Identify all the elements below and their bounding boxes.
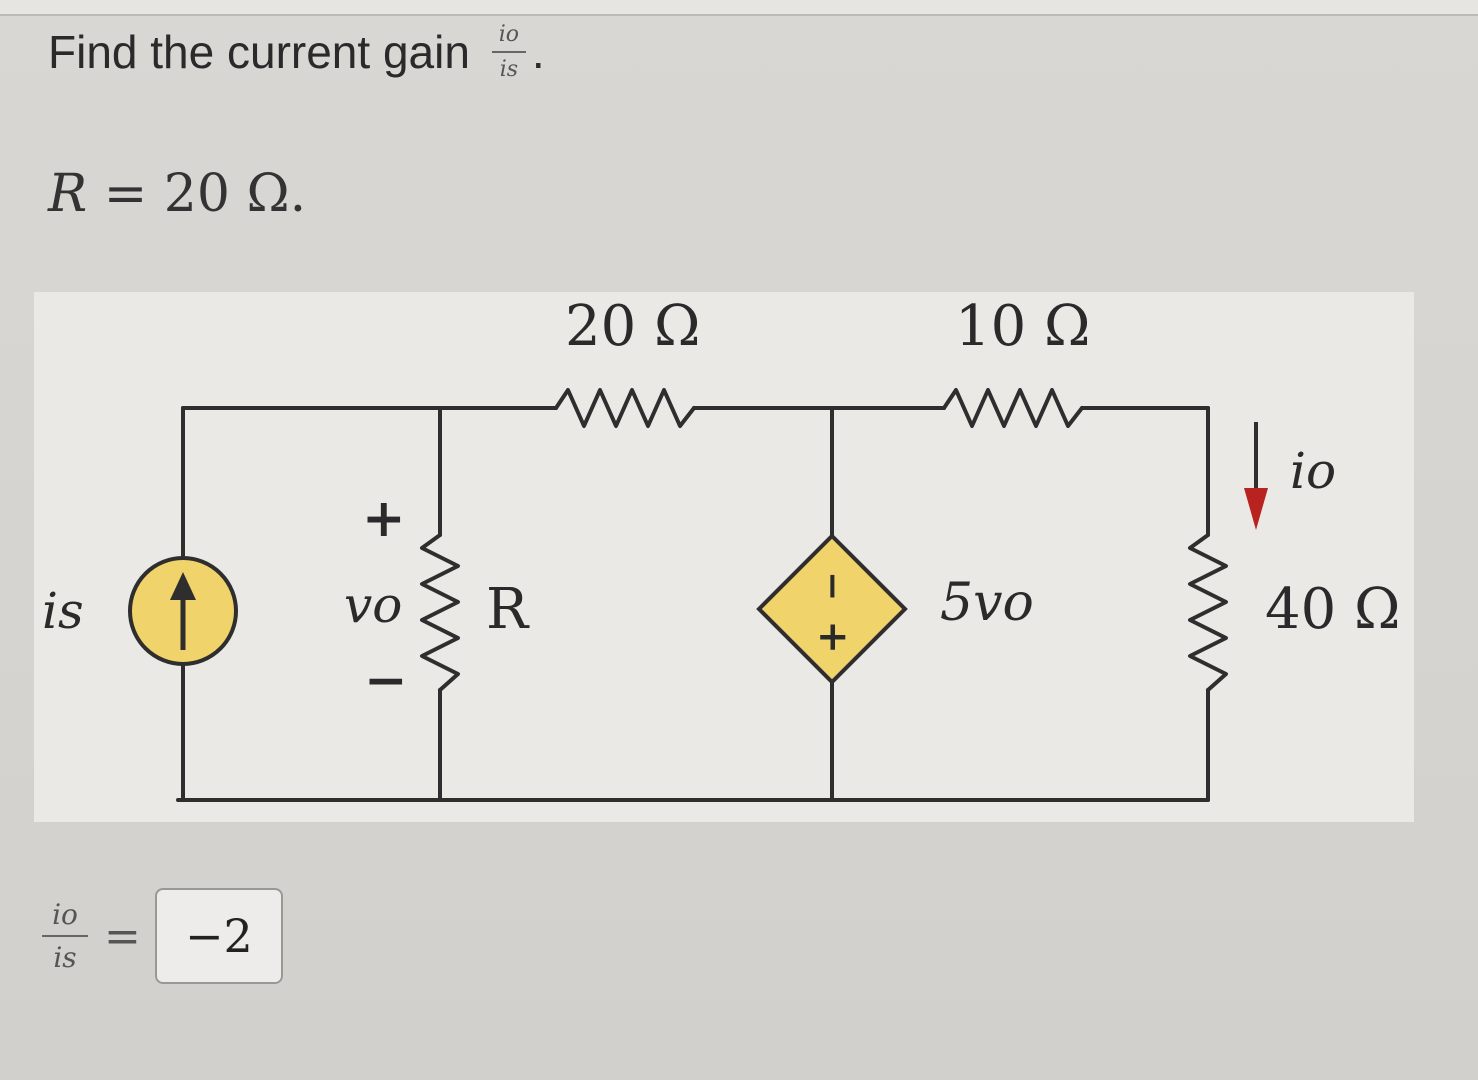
label-10-ohm: 10 Ω xyxy=(955,294,1091,359)
gain-fraction: io is xyxy=(491,22,526,82)
top-bar xyxy=(0,0,1478,16)
label-20-ohm: 20 Ω xyxy=(565,294,701,359)
given-value: = 20 Ω. xyxy=(103,164,307,224)
gain-denominator: is xyxy=(499,57,519,82)
resistor-r xyxy=(420,533,460,692)
gain-numerator: io xyxy=(498,22,520,47)
resistor-40-right xyxy=(1188,533,1228,692)
label-vo: vo xyxy=(344,576,402,634)
current-source-arrow-head xyxy=(170,572,196,600)
resistor-10-top xyxy=(942,388,1084,428)
question-label: Find the current gain xyxy=(48,26,470,78)
circuit-panel xyxy=(34,292,1414,822)
label-dep-minus: − xyxy=(812,571,854,601)
label-dep-value: 5vo xyxy=(940,573,1034,633)
label-dep-plus: + xyxy=(816,613,850,660)
io-arrow-head xyxy=(1244,488,1268,530)
label-40-ohm: 40 Ω xyxy=(1265,577,1401,642)
label-io: io xyxy=(1290,442,1336,500)
resistor-20-top xyxy=(554,388,696,428)
label-r: R xyxy=(486,577,530,642)
dependent-voltage-source xyxy=(756,533,908,685)
answer-input[interactable]: −2 xyxy=(154,888,283,984)
answer-numerator: io xyxy=(52,898,78,931)
fraction-bar xyxy=(491,51,526,53)
answer-denominator: is xyxy=(53,941,77,974)
label-vo-plus: + xyxy=(362,488,406,549)
answer-fraction: io is xyxy=(42,898,88,974)
given-var: R xyxy=(48,164,88,224)
given-resistance: R = 20 Ω. xyxy=(48,164,306,224)
question-period: . xyxy=(531,26,545,78)
answer-fraction-bar xyxy=(42,935,88,937)
question-text: Find the current gain io is . xyxy=(48,22,545,82)
label-is: is xyxy=(42,582,84,640)
answer-equals: = xyxy=(104,910,141,962)
label-vo-minus: − xyxy=(364,650,408,711)
answer-row: io is = −2 xyxy=(42,888,283,984)
